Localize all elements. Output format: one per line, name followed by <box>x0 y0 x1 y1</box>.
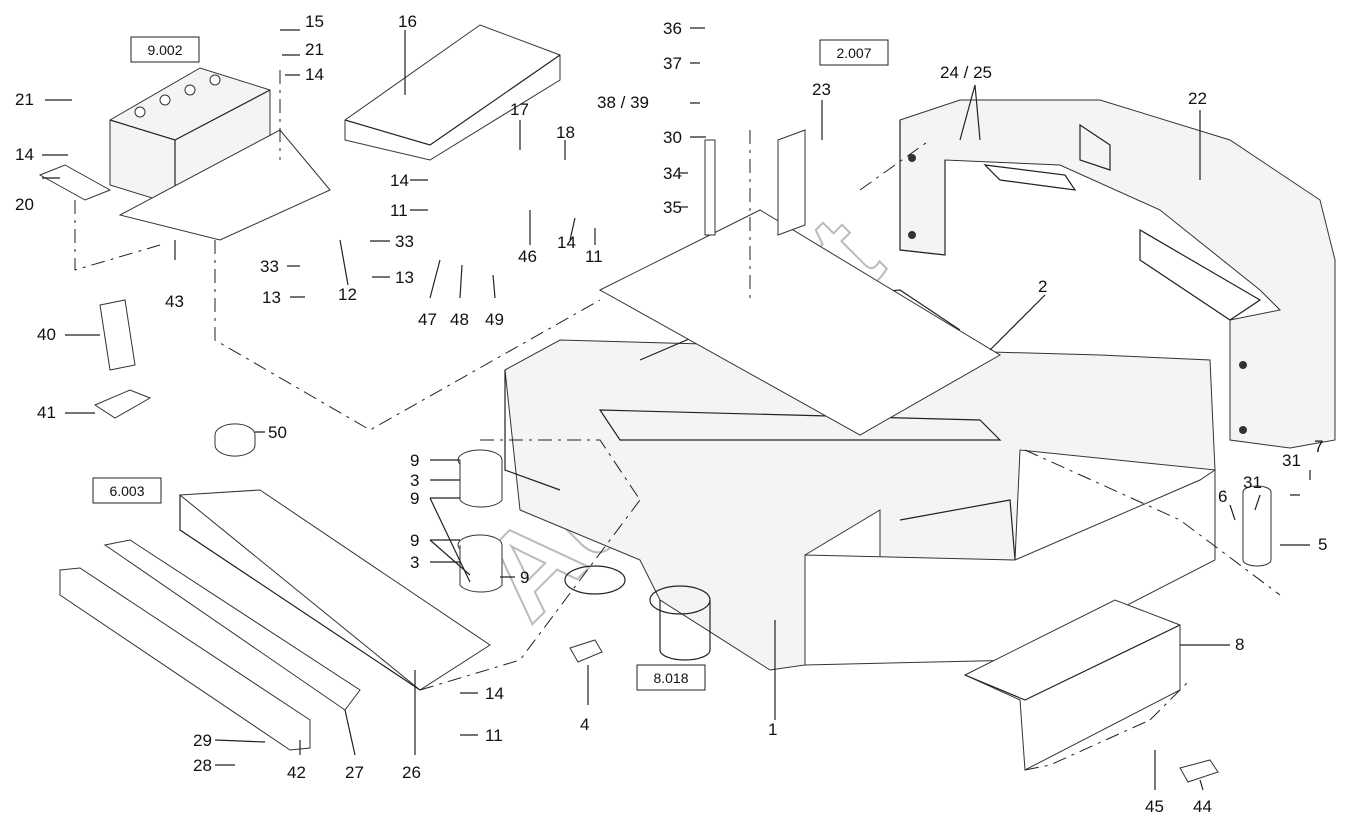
callout-3b: 3 <box>410 553 419 572</box>
callout-28: 28 <box>193 756 212 775</box>
callout-20: 20 <box>15 195 34 214</box>
callout-3: 3 <box>410 471 419 490</box>
holder-20 <box>38 164 112 201</box>
callout-23: 23 <box>812 80 831 99</box>
callout-6: 6 <box>1218 487 1227 506</box>
callout-11c: 11 <box>485 726 503 745</box>
callout-9d: 9 <box>520 568 529 587</box>
callout-35: 35 <box>663 198 682 217</box>
callout-12: 12 <box>338 285 357 304</box>
callout-13b: 13 <box>262 288 281 307</box>
ref-8018: 8.018 <box>653 670 688 686</box>
callout-14e: 14 <box>485 684 504 703</box>
callout-7: 7 <box>1314 437 1323 456</box>
counterweight <box>899 99 1336 449</box>
cover-panels <box>59 489 491 751</box>
callout-31: 31 <box>1282 451 1301 470</box>
callout-11: 11 <box>390 201 408 220</box>
callout-14b: 14 <box>15 145 34 164</box>
callout-49: 49 <box>485 310 504 329</box>
callout-17: 17 <box>510 100 529 119</box>
callout-21b: 21 <box>15 90 34 109</box>
callout-8: 8 <box>1235 635 1244 654</box>
callout-14: 14 <box>305 65 324 84</box>
callout-14c: 14 <box>390 171 409 190</box>
callout-2: 2 <box>1038 277 1047 296</box>
drain-valve-4 <box>569 639 603 663</box>
callout-43: 43 <box>165 292 184 311</box>
callout-11b: 11 <box>585 247 603 266</box>
bushings <box>457 449 503 593</box>
callout-14d: 14 <box>557 233 576 252</box>
rod-30 <box>704 139 716 236</box>
callout-9: 9 <box>410 451 419 470</box>
pad-41 <box>93 389 152 419</box>
callout-18: 18 <box>556 123 575 142</box>
clip-40 <box>99 299 136 371</box>
callout-24-25: 24 / 25 <box>940 63 992 82</box>
pin-5 <box>1242 485 1272 567</box>
callout-36: 36 <box>663 19 682 38</box>
step-plate-16 <box>344 24 561 161</box>
callout-37: 37 <box>663 54 682 73</box>
reference-boxes: 9.002 6.003 2.007 8.018 <box>92 36 889 691</box>
assembly-lines <box>74 70 1281 771</box>
battery-tray <box>118 129 331 241</box>
plug-50 <box>214 423 256 457</box>
callout-47: 47 <box>418 310 437 329</box>
callout-40: 40 <box>37 325 56 344</box>
callout-22: 22 <box>1188 89 1207 108</box>
callout-13: 13 <box>395 268 414 287</box>
link-23 <box>777 129 806 236</box>
callout-labels: 15 16 21 14 21 14 20 43 40 41 50 17 18 1… <box>15 12 1327 816</box>
callout-21: 21 <box>305 40 324 59</box>
callout-9c: 9 <box>410 531 419 550</box>
callout-29: 29 <box>193 731 212 750</box>
callout-1: 1 <box>768 720 777 739</box>
callout-50: 50 <box>268 423 287 442</box>
ref-2007: 2.007 <box>836 45 871 61</box>
bolt-44 <box>1179 759 1219 783</box>
main-frame <box>504 289 1216 671</box>
callout-38-39: 38 / 39 <box>597 93 649 112</box>
callout-46: 46 <box>518 247 537 266</box>
callout-27: 27 <box>345 763 364 782</box>
leader-lines <box>42 27 1311 791</box>
callout-9b: 9 <box>410 489 419 508</box>
ref-9002: 9.002 <box>147 42 182 58</box>
plate-2 <box>598 209 1001 436</box>
callout-26: 26 <box>402 763 421 782</box>
callout-31b: 31 <box>1243 473 1262 492</box>
callout-44: 44 <box>1193 797 1212 816</box>
callout-45: 45 <box>1145 797 1164 816</box>
callout-41: 41 <box>37 403 56 422</box>
ref-6003: 6.003 <box>109 483 144 499</box>
callout-33: 33 <box>395 232 414 251</box>
callout-42: 42 <box>287 763 306 782</box>
callout-16: 16 <box>398 12 417 31</box>
callout-4: 4 <box>580 715 589 734</box>
callout-48: 48 <box>450 310 469 329</box>
callout-34: 34 <box>663 164 682 183</box>
callout-33b: 33 <box>260 257 279 276</box>
callout-5: 5 <box>1318 535 1327 554</box>
callout-30: 30 <box>663 128 682 147</box>
callout-15: 15 <box>305 12 324 31</box>
